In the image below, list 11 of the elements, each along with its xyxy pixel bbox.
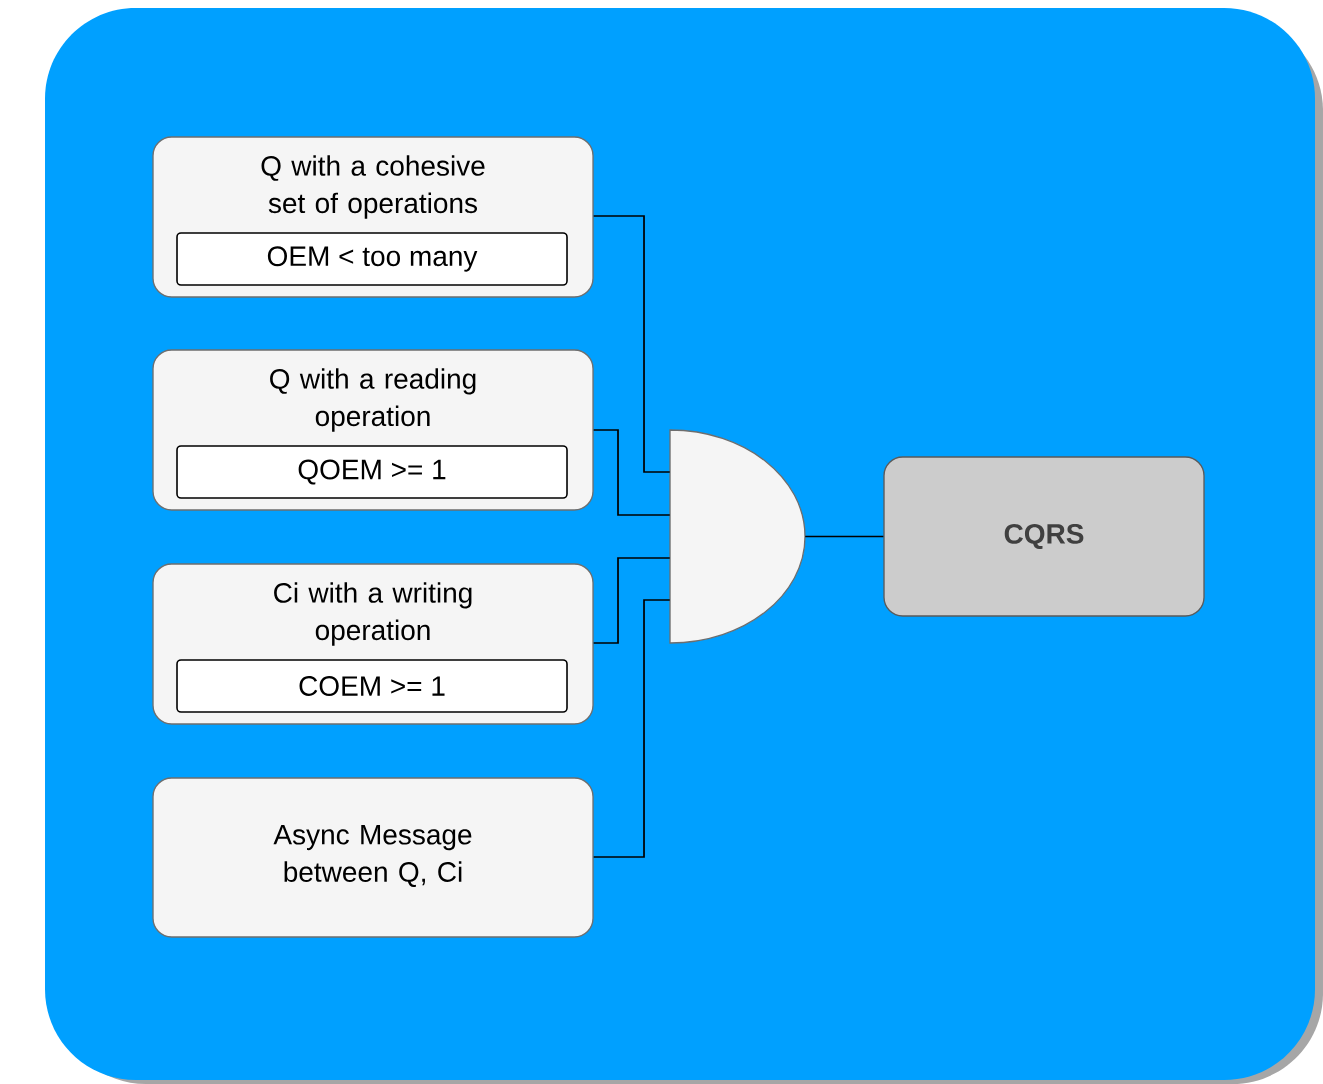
connector-line (592, 599, 671, 858)
value-box: QOEM >= 1 (176, 445, 568, 499)
value-box: OEM < too many (176, 232, 568, 286)
condition-box: Async Message between Q, Ci (152, 777, 594, 938)
connector-line (592, 557, 671, 644)
result-box: CQRS (883, 456, 1205, 617)
connector-line (592, 215, 671, 473)
and-gate (669, 429, 806, 644)
value-box: COEM >= 1 (176, 659, 568, 713)
connector-line (592, 429, 671, 516)
connector-line (804, 535, 885, 538)
